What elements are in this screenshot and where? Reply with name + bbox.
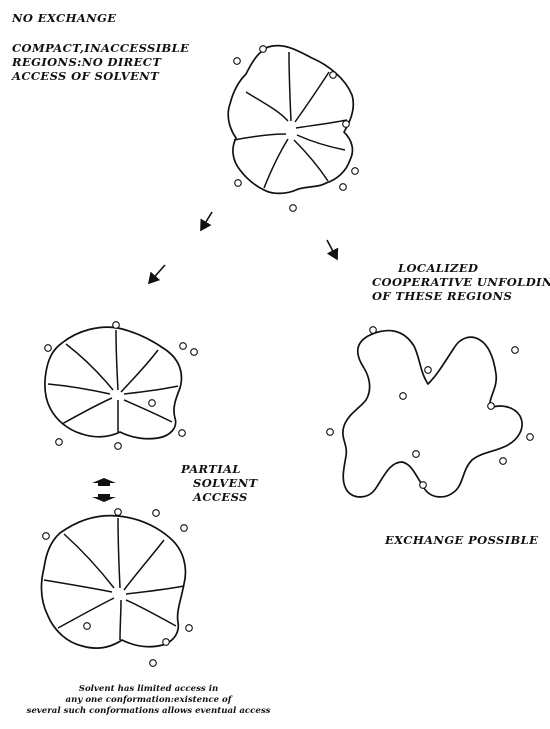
arrow-down-right <box>327 240 337 259</box>
arrow-down-left-2 <box>149 265 165 283</box>
compact-protein-top-grooves <box>234 52 347 188</box>
equilibrium-double-arrow <box>92 478 116 502</box>
water-molecules-top <box>234 46 359 212</box>
unfolded-protein-right <box>343 331 522 497</box>
partial-protein-lower <box>41 516 185 648</box>
partial-protein-lower-grooves <box>44 518 184 640</box>
water-molecules-partial-upper <box>45 322 198 450</box>
arrow-down-left-1 <box>201 212 212 230</box>
